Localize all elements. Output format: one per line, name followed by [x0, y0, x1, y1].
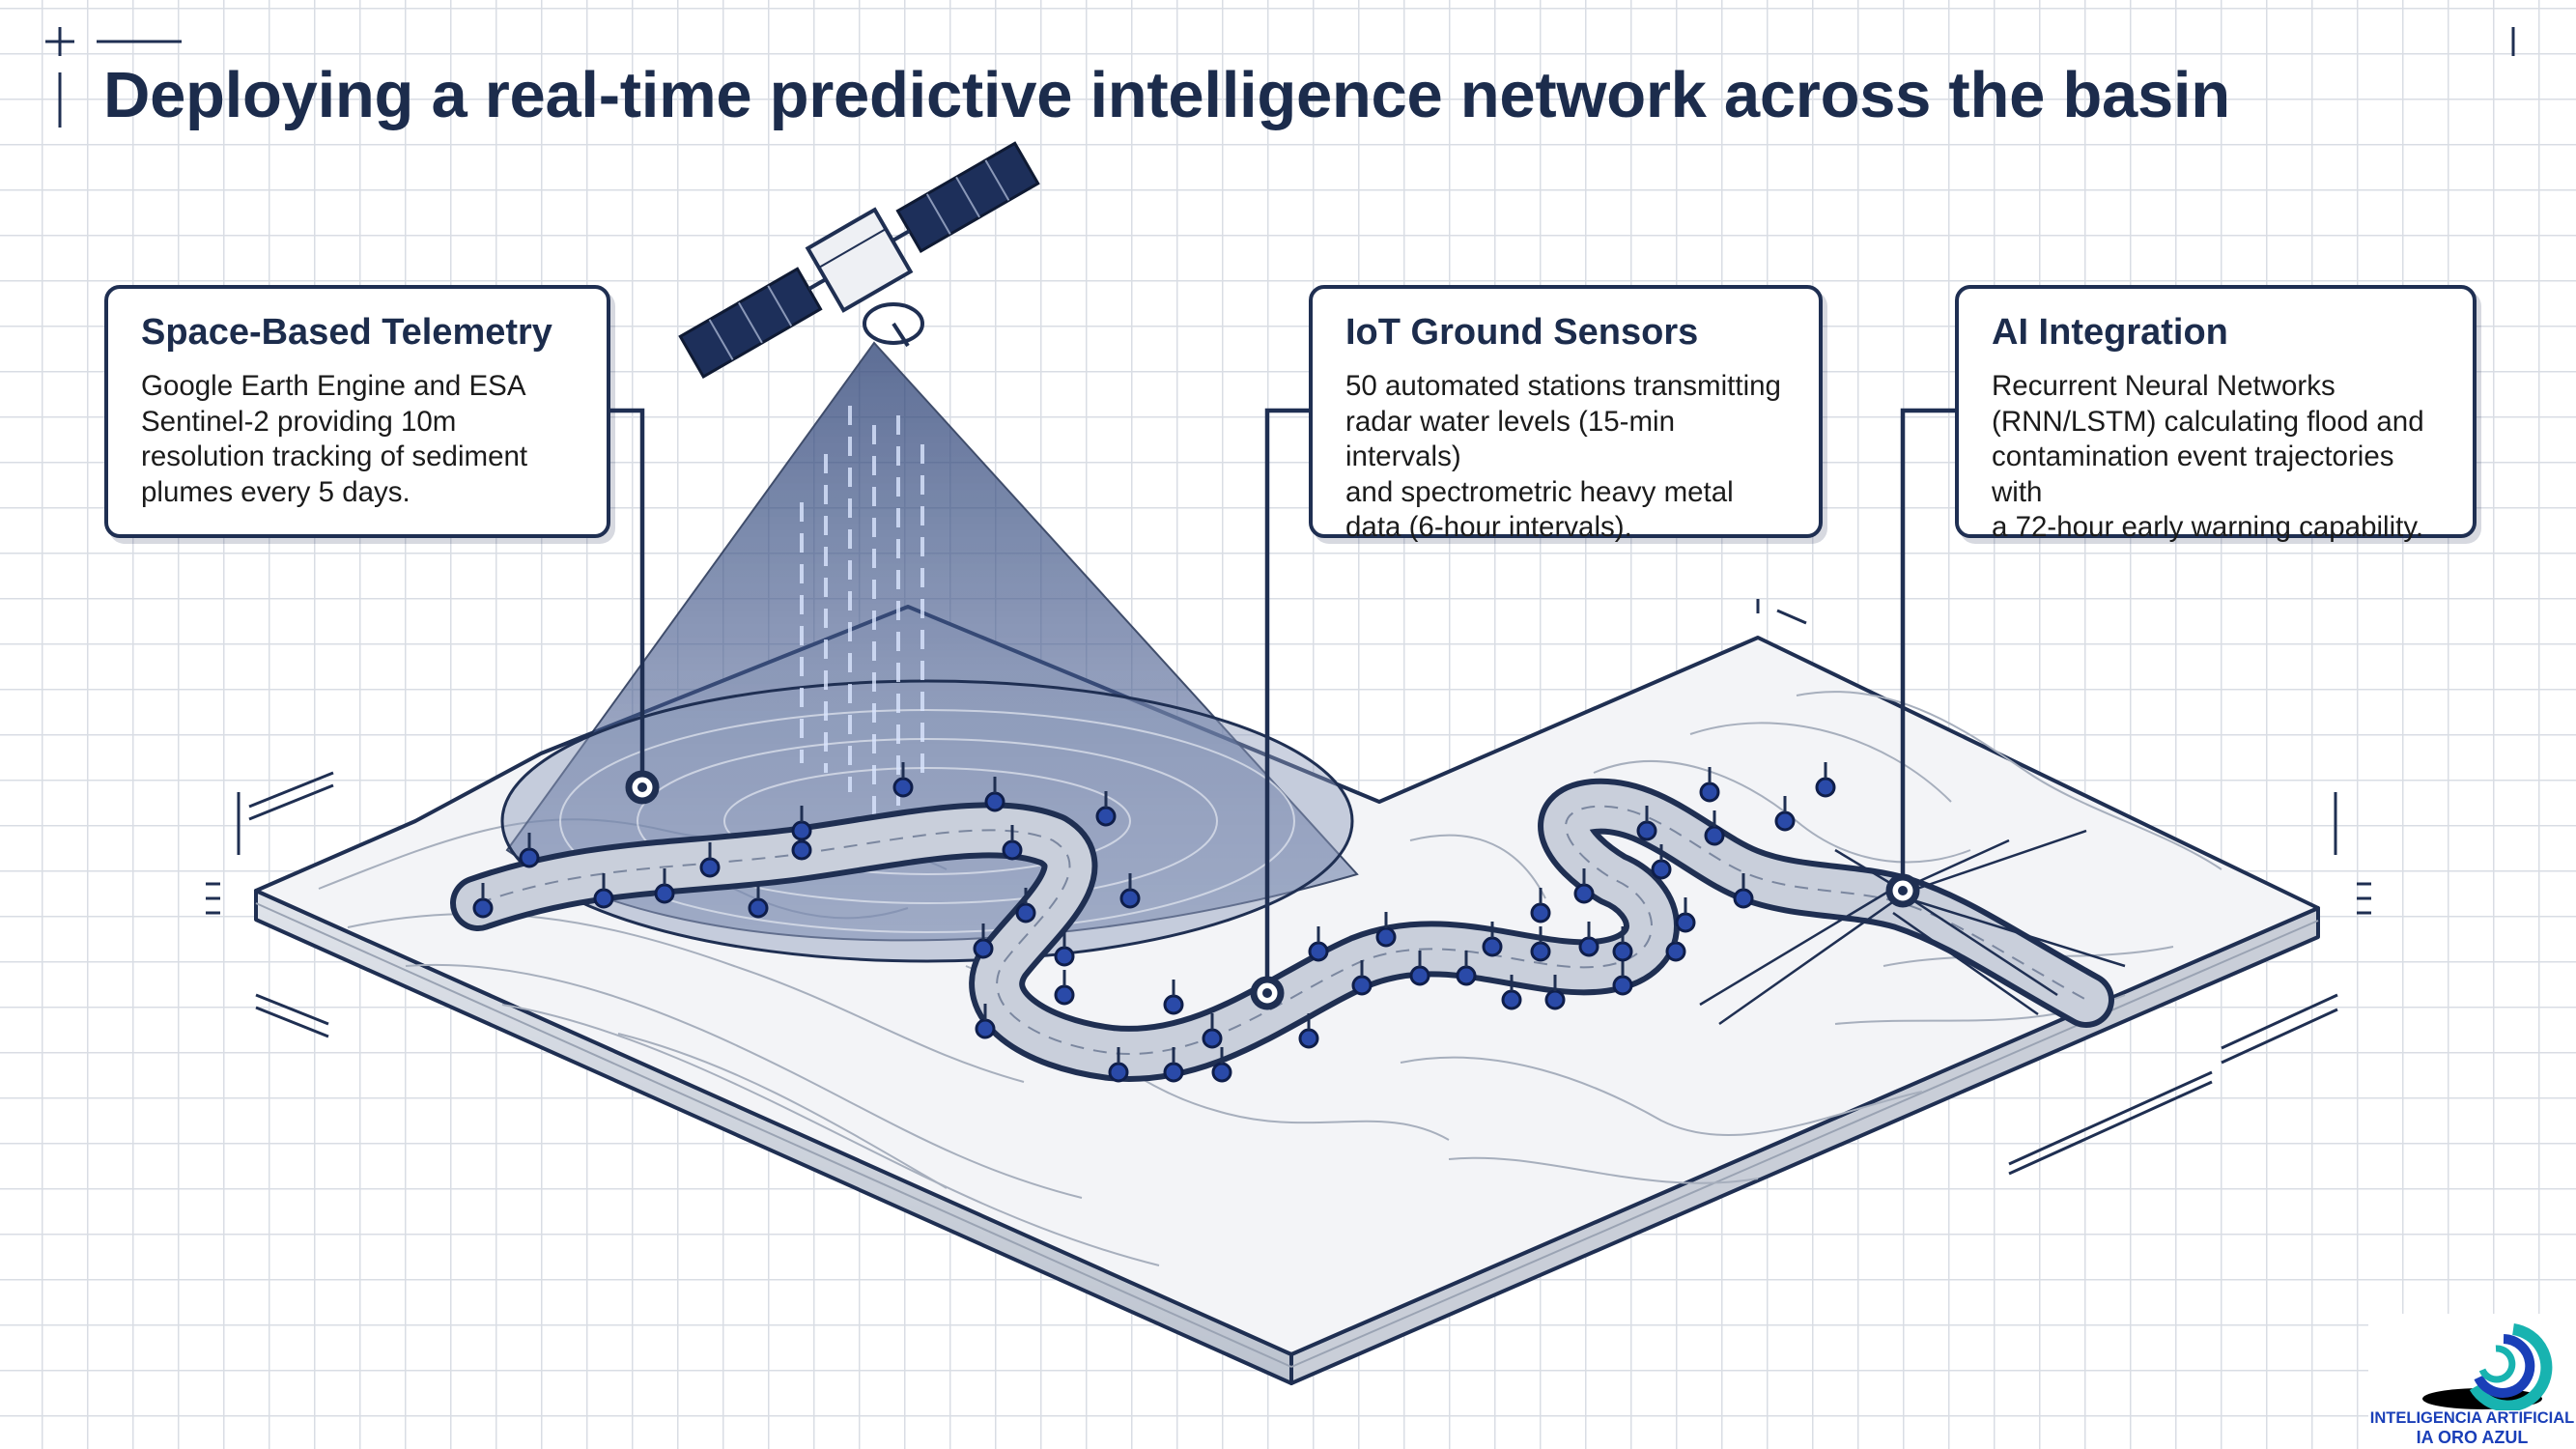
logo: INTELIGENCIA ARTIFICIAL IA ORO AZUL [2368, 1314, 2576, 1449]
sensor-station-icon [1351, 975, 1373, 996]
sensor-station-icon [1054, 984, 1075, 1006]
beam-inner-contours [559, 709, 1295, 933]
sensor-station-icon [1108, 1062, 1129, 1083]
callout-title: AI Integration [1992, 312, 2228, 353]
sensor-station-icon [1002, 839, 1023, 861]
sensor-station-icon [472, 897, 494, 919]
sensor-station-icon [1774, 810, 1796, 832]
sensor-station-icon [1095, 806, 1117, 827]
sensor-station-icon [1612, 941, 1633, 962]
callout-ai-integration: AI Integration Recurrent Neural Networks… [1955, 285, 2477, 543]
sensor-station-icon [1211, 1062, 1232, 1083]
sensor-station-icon [593, 888, 614, 909]
page-title: Deploying a real-time predictive intelli… [103, 59, 2230, 131]
sensor-station-icon [1530, 902, 1551, 923]
sensor-station-icon [699, 857, 721, 878]
sensor-station-icon [1733, 888, 1754, 909]
leader-lines [610, 408, 1955, 993]
sensor-station-icon [1482, 936, 1503, 957]
callout-title: IoT Ground Sensors [1345, 312, 1699, 353]
sensor-station-icon [654, 883, 675, 904]
logo-mark-icon [2422, 1323, 2553, 1412]
sensor-station-icon [1202, 1028, 1223, 1049]
sensor-station-icon [1163, 1062, 1184, 1083]
sensor-station-icon [791, 820, 812, 841]
callout-body: 50 automated stations transmitting radar… [1345, 370, 1781, 543]
sensor-station-icon [1636, 820, 1657, 841]
sensor-station-icon [1308, 941, 1329, 962]
sensor-station-icon [984, 791, 1005, 812]
callout-body: Google Earth Engine and ESA Sentinel-2 p… [141, 370, 528, 508]
sensor-station-icon [1544, 989, 1566, 1010]
satellite-icon [678, 141, 1040, 379]
sensor-station-icon [892, 777, 914, 798]
callout-iot-sensors: IoT Ground Sensors 50 automated stations… [1309, 285, 1823, 543]
logo-line2: IA ORO AZUL [2416, 1428, 2529, 1447]
callout-node [625, 770, 1920, 1010]
sensor-station-icon [1612, 975, 1633, 996]
sensor-station-icon [791, 839, 812, 861]
sensor-station-icon [1815, 777, 1836, 798]
sensor-station-icon [1298, 1028, 1319, 1049]
sensor-station-icon [1409, 965, 1430, 986]
sensor-station-icon [519, 847, 540, 868]
data-streams [800, 406, 924, 840]
callout-body: Recurrent Neural Networks (RNN/LSTM) cal… [1992, 370, 2424, 543]
callout-title: Space-Based Telemetry [141, 312, 552, 353]
sensor-stations [472, 762, 1836, 1083]
sensor-station-icon [1054, 946, 1075, 967]
sensor-station-icon [1651, 859, 1672, 880]
sensor-station-icon [1578, 936, 1599, 957]
sensor-station-icon [748, 897, 769, 919]
sensor-station-icon [1699, 781, 1720, 803]
network-lines [1699, 829, 2126, 1026]
frame-marks [45, 27, 2515, 1176]
sensor-station-icon [1456, 965, 1477, 986]
sensor-station-icon [1375, 926, 1397, 948]
sensor-station-icon [1675, 912, 1696, 933]
sensor-station-icon [1573, 883, 1595, 904]
sensor-station-icon [1530, 941, 1551, 962]
sensor-station-icon [1665, 941, 1686, 962]
callout-space-telemetry: Space-Based Telemetry Google Earth Engin… [104, 285, 610, 538]
sensor-station-icon [1119, 888, 1141, 909]
sensor-station-icon [1015, 902, 1036, 923]
river-flow-lines [477, 805, 2087, 1055]
sensor-station-icon [975, 1018, 996, 1039]
logo-line1: INTELIGENCIA ARTIFICIAL [2369, 1409, 2575, 1427]
sensor-station-icon [973, 938, 994, 959]
sensor-station-icon [1163, 994, 1184, 1015]
sensor-station-icon [1704, 825, 1725, 846]
sensor-station-icon [1501, 989, 1522, 1010]
